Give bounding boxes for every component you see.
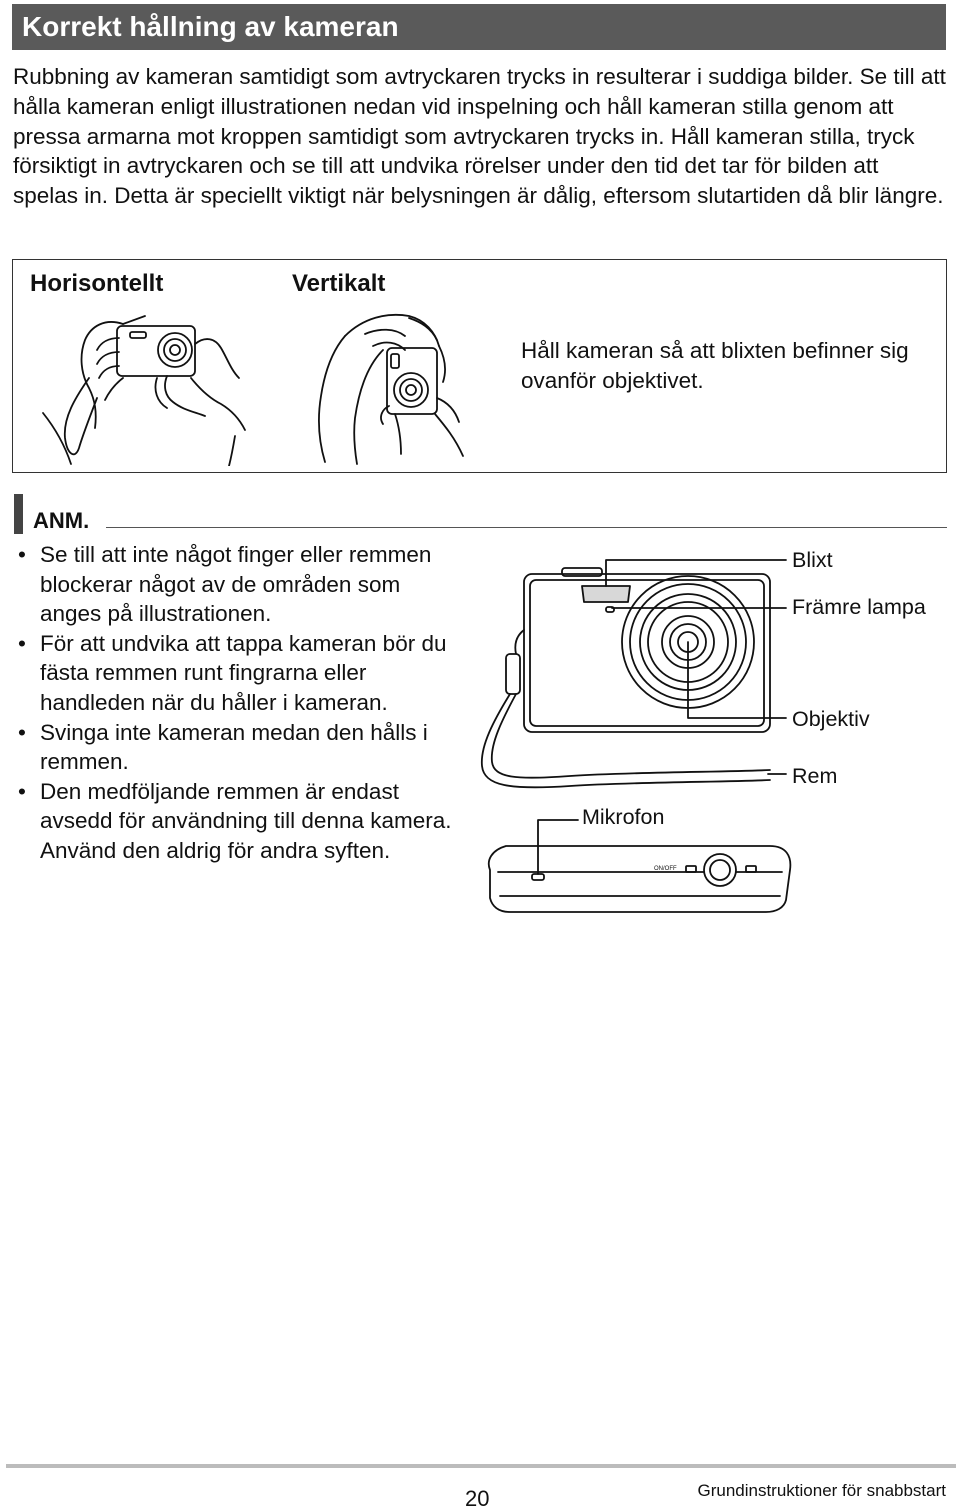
- note-item: Svinga inte kameran medan den hålls i re…: [14, 718, 464, 777]
- microphone-label: Mikrofon: [582, 805, 665, 829]
- note-item: Se till att inte något finger eller remm…: [14, 540, 464, 629]
- lens-label: Objektiv: [792, 707, 870, 731]
- front-lamp-label: Främre lampa: [792, 595, 926, 619]
- page-number: 20: [465, 1486, 490, 1511]
- strap-label: Rem: [792, 764, 838, 788]
- note-marker: [14, 494, 23, 534]
- horizontal-hold-illustration: [42, 315, 246, 466]
- vertical-hold-illustration: [318, 313, 464, 465]
- footer-section-title: Grundinstruktioner för snabbstart: [697, 1481, 946, 1500]
- note-item: För att undvika att tappa kameran bör du…: [14, 629, 464, 718]
- camera-drawing: ON/OFF: [481, 559, 792, 913]
- holding-note: Håll kameran så att blixten befinner sig…: [521, 338, 909, 393]
- camera-parts-diagram: ON/OFF Blixt Främre lampa Objektiv Rem M…: [470, 540, 960, 930]
- note-list: Se till att inte något finger eller remm…: [14, 540, 464, 866]
- note-title: ANM.: [33, 508, 90, 533]
- horizontal-label: Horisontellt: [30, 270, 164, 297]
- vertical-label: Vertikalt: [292, 270, 386, 297]
- power-button-label: ON/OFF: [654, 866, 677, 872]
- holding-illustration-box: Horisontellt Vertikalt: [12, 259, 947, 473]
- flash-label: Blixt: [792, 548, 833, 572]
- intro-paragraph: Rubbning av kameran samtidigt som avtryc…: [13, 64, 946, 209]
- footer-divider: [6, 1464, 956, 1468]
- section-title: Korrekt hållning av kameran: [12, 4, 946, 50]
- note-item: Den medföljande remmen är endast avsedd …: [14, 777, 464, 866]
- note-divider: [106, 527, 947, 528]
